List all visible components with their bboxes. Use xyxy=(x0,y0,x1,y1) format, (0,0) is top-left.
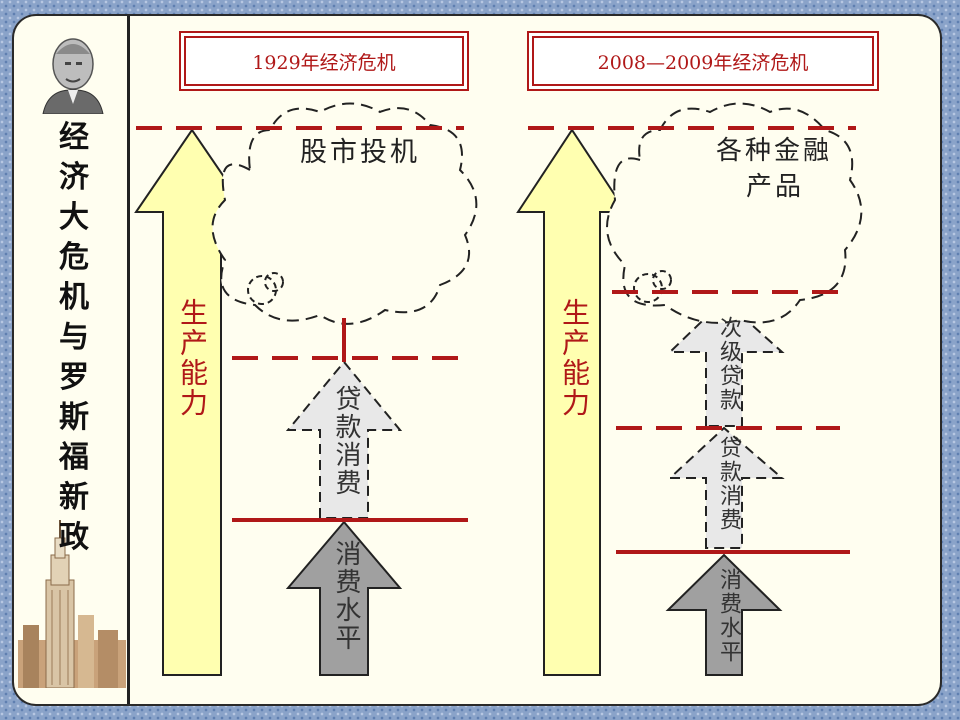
sidebar-title-char: 福 xyxy=(59,440,89,475)
right-consumption-arrow xyxy=(665,553,783,676)
right-cloud-label-line1: 各种金融 xyxy=(716,136,833,166)
right-cloud-label-line2: 产品 xyxy=(746,172,805,202)
sidebar-title-char: 政 xyxy=(59,520,89,555)
right-loan-arrow xyxy=(667,426,785,549)
skyscraper-image xyxy=(18,520,126,688)
sidebar-title-char: 新 xyxy=(59,480,89,515)
right-title-box: 2008—2009年经济危机 xyxy=(532,36,874,86)
sidebar-divider xyxy=(127,16,130,704)
right-cloud-puff xyxy=(633,270,672,303)
sidebar-title-char: 机 xyxy=(59,280,89,315)
right-production-label: 生产能力 xyxy=(558,298,591,418)
left-cloud-label: 股市投机 xyxy=(300,137,420,168)
right-loan-label: 贷款消费 xyxy=(716,436,741,532)
sidebar-title-char: 罗 xyxy=(59,360,89,395)
left-consumption-arrow xyxy=(285,520,403,676)
left-production-arrow xyxy=(134,128,250,676)
left-title: 1929年经济危机 xyxy=(252,51,396,74)
right-consumption-label: 消费水平 xyxy=(716,568,741,664)
left-loan-arrow xyxy=(285,360,403,519)
left-cloud-puff xyxy=(247,272,284,305)
left-cloud xyxy=(211,102,478,325)
sidebar-title-char: 济 xyxy=(59,160,89,195)
sidebar-title: 经济大危机与罗斯福新政 xyxy=(44,118,104,558)
left-title-box: 1929年经济危机 xyxy=(184,36,464,86)
right-title: 2008—2009年经济危机 xyxy=(597,51,809,74)
right-subprime-arrow xyxy=(667,298,785,427)
sidebar-title-char: 与 xyxy=(59,320,89,355)
sidebar-title-char: 斯 xyxy=(59,400,89,435)
left-production-label: 生产能力 xyxy=(176,298,209,418)
portrait-image xyxy=(38,24,108,114)
sidebar-title-char: 危 xyxy=(59,240,89,275)
sidebar-title-char: 经 xyxy=(59,120,89,155)
left-loan-label: 贷款消费 xyxy=(331,385,361,497)
right-production-arrow xyxy=(516,128,628,676)
left-consumption-label: 消费水平 xyxy=(331,540,361,652)
right-subprime-label: 次级贷款 xyxy=(716,316,741,412)
sidebar-title-char: 大 xyxy=(59,200,89,235)
right-cloud xyxy=(606,102,863,324)
